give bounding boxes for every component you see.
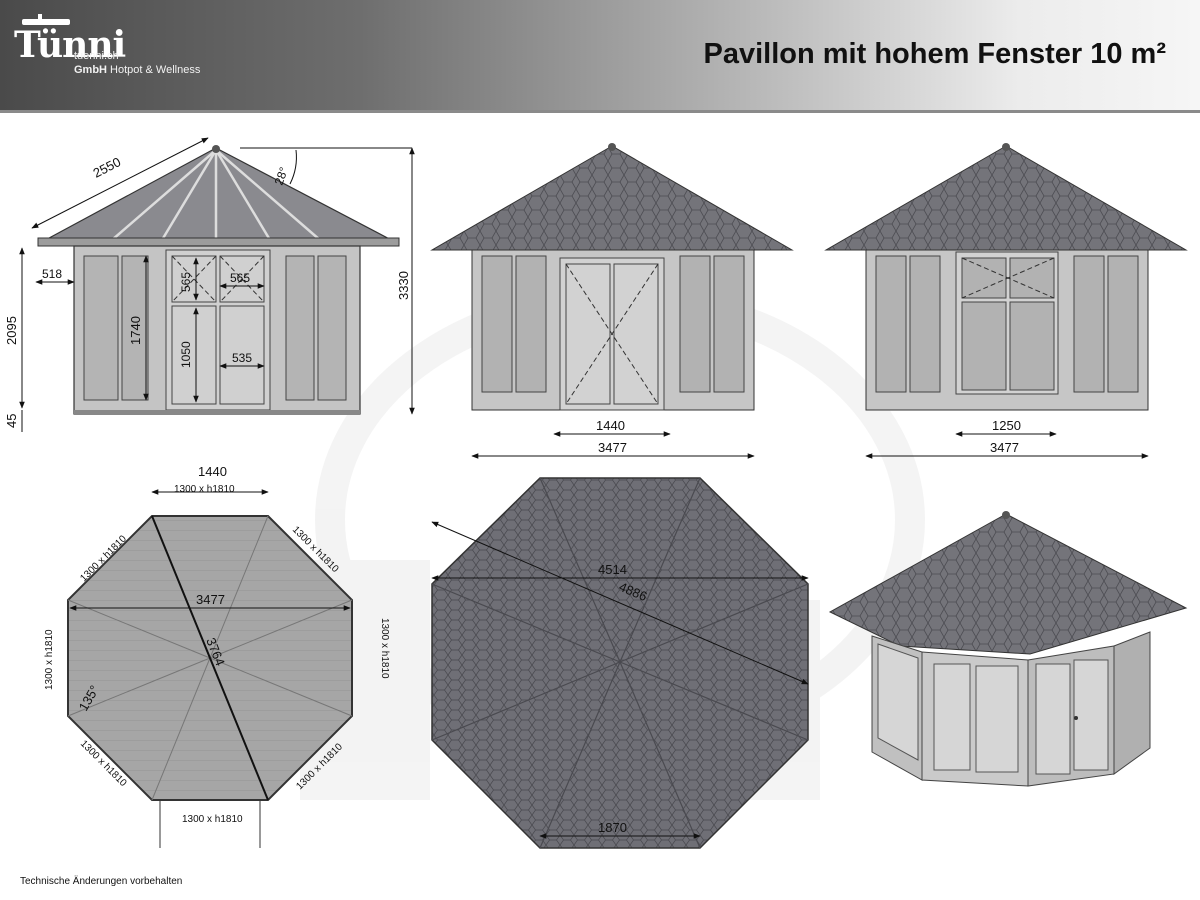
front-view-drawing: 2550 28° 3330 2095 45 518 1740 565 565 1… bbox=[4, 137, 415, 432]
dim-window-opening: 1250 bbox=[992, 418, 1021, 433]
logo-company-bold: GmbH bbox=[74, 64, 107, 76]
side-view-door-drawing: 1440 3477 bbox=[430, 143, 794, 459]
door-handle bbox=[1074, 716, 1078, 720]
dim-angle: 28° bbox=[272, 165, 291, 187]
side-door-windows bbox=[481, 255, 745, 393]
dim-plan-width: 3477 bbox=[196, 592, 225, 607]
side-window-windows bbox=[875, 251, 1139, 395]
perspective-roof bbox=[828, 513, 1188, 655]
dim-roof-diagonal-line bbox=[431, 521, 809, 685]
side-door-swing-lines bbox=[565, 263, 659, 405]
side-view-window-drawing: 1250 3477 bbox=[824, 143, 1188, 459]
plan-door-swings bbox=[159, 800, 261, 848]
dim-door-top-w: 565 bbox=[230, 271, 250, 285]
roof-finial bbox=[1002, 511, 1010, 519]
dim-wall-height: 2095 bbox=[4, 316, 19, 345]
roof-finial bbox=[212, 145, 220, 153]
perspective-view-drawing bbox=[828, 511, 1188, 787]
front-base bbox=[74, 410, 360, 415]
plan-window-label-w: 1300 x h1810 bbox=[44, 629, 55, 690]
front-eave bbox=[37, 237, 400, 247]
header-banner: Tünni tuenni.ch GmbH Hotpot & Wellness P… bbox=[0, 0, 1200, 113]
drawing-sheet: 2550 28° 3330 2095 45 518 1740 565 565 1… bbox=[4, 137, 1188, 849]
side-window-tilt-lines bbox=[961, 257, 1055, 299]
dim-plan-diagonal-line bbox=[151, 515, 269, 801]
footer-note: Technische Änderungen vorbehalten bbox=[20, 876, 183, 887]
dim-door-lower: 1050 bbox=[179, 341, 193, 368]
logo-wordmark: Tünni bbox=[14, 24, 126, 66]
dim-total-height: 3330 bbox=[396, 271, 411, 300]
dim-window-height: 1740 bbox=[128, 316, 143, 345]
plan-door-label-bottom: 1300 x h1810 bbox=[182, 814, 243, 825]
dim-base: 45 bbox=[4, 414, 19, 428]
side-door-roof bbox=[430, 145, 794, 251]
page-title: Pavillon mit hohem Fenster 10 m² bbox=[703, 38, 1167, 70]
dim-width: 2550 bbox=[91, 154, 124, 180]
front-door-swing-lines bbox=[171, 255, 265, 303]
dim-angle-arc bbox=[289, 149, 297, 185]
dim-window-width: 3477 bbox=[990, 440, 1019, 455]
roof-plan-drawing: 4514 4886 1870 bbox=[431, 477, 809, 849]
dim-width-line bbox=[31, 137, 209, 229]
dim-eave: 518 bbox=[42, 267, 62, 281]
plan-door-label-top: 1300 x h1810 bbox=[174, 484, 235, 495]
roof-finial bbox=[1002, 143, 1010, 151]
plan-window-label-e: 1300 x h1810 bbox=[379, 618, 390, 679]
dim-roof-span: 4514 bbox=[598, 562, 627, 577]
logo-company: GmbH Hotpot & Wellness bbox=[74, 64, 200, 76]
dim-door-panel: 535 bbox=[232, 351, 252, 365]
front-roof bbox=[37, 147, 400, 245]
roof-finial bbox=[608, 143, 616, 151]
hot-tub-icon bbox=[22, 14, 70, 25]
dim-roof-edge: 1870 bbox=[598, 820, 627, 835]
dim-door-top: 565 bbox=[179, 272, 193, 292]
technical-drawings: 2550 28° 3330 2095 45 518 1740 565 565 1… bbox=[0, 110, 1200, 870]
perspective-windows bbox=[877, 643, 1109, 775]
side-window-roof bbox=[824, 145, 1188, 251]
company-logo: Tünni tuenni.ch GmbH Hotpot & Wellness bbox=[14, 14, 204, 90]
perspective-wall-far-right bbox=[1113, 631, 1151, 775]
logo-domain: tuenni.ch bbox=[74, 50, 119, 62]
dim-door-width: 3477 bbox=[598, 440, 627, 455]
dim-plan-opening: 1440 bbox=[198, 464, 227, 479]
dim-door-opening: 1440 bbox=[596, 418, 625, 433]
logo-company-rest: Hotpot & Wellness bbox=[107, 64, 201, 76]
